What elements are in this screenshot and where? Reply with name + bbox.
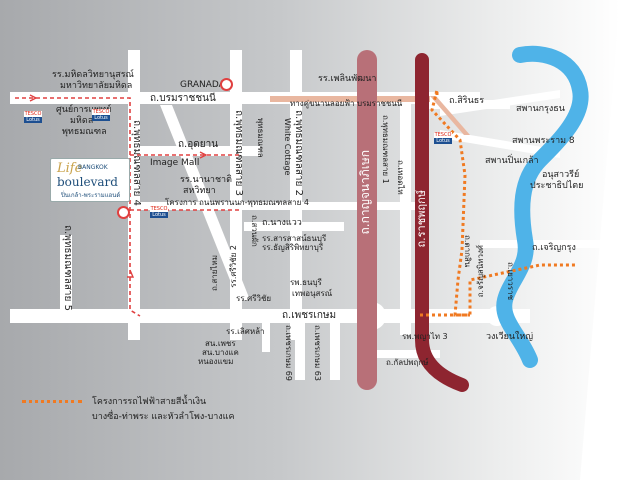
legend-line-label: โครงการรถไฟฟ้าสายสีน้ำเงิน xyxy=(92,397,207,407)
label-siriraj-med: ศูนย์การแพทย์ xyxy=(56,105,112,115)
label-phet-kasem-63: ถ.เพชรเกษม 63 xyxy=(313,325,322,381)
logo-boulevard: boulevard xyxy=(57,175,118,189)
label-thonburi-hospital: รพ.ธนบุรี xyxy=(290,278,322,287)
granada-marker-icon xyxy=(220,78,233,91)
label-sriwichai: รร.ศรีวิชัย xyxy=(236,294,272,303)
label-police-phet: สน.เพชร xyxy=(205,339,236,348)
map-legend: โครงการรถไฟฟ้าสายสีน้ำเงิน บางซื่อ-ท่าพร… xyxy=(22,392,322,432)
logo-bangkok: BANGKOK xyxy=(78,164,108,171)
label-siriraj-med2: มหิดล xyxy=(70,116,94,126)
logo-life: Life xyxy=(57,161,83,176)
future-line-route xyxy=(420,89,575,317)
label-buddhist: พุทธมณฑล xyxy=(256,118,265,158)
label-phutthamonthon-2: ถ.พุทธมณฑลสาย 2 xyxy=(293,110,304,196)
road-network xyxy=(10,50,600,380)
project-location-marker-icon xyxy=(117,206,130,219)
label-charoen-krung: ถ.เจริญกรุง xyxy=(532,243,576,253)
label-nongkhaem: หนองแขม xyxy=(198,357,234,366)
label-sriwichai2: รร.ศรีวิชัย 2 xyxy=(229,245,238,288)
elevated-expressway xyxy=(270,96,470,135)
label-siriraj-med3: พุทธมณฑล xyxy=(62,127,107,137)
map-background xyxy=(0,0,620,480)
legend-line-swatch xyxy=(22,400,82,403)
logo-subtitle: ปิ่นเกล้า-พระรามแอนด์ xyxy=(61,192,121,199)
label-project-road: โครงการ ถนนพรานนก-พุทธมณฑลสาย 4 xyxy=(165,198,309,207)
label-taksin: ถ.ตากสิน xyxy=(463,235,472,268)
label-rama8-bridge: สพานพระราม 8 xyxy=(512,136,575,146)
label-bridge-krungthon: สพานกรุงธน xyxy=(516,104,565,114)
label-police-bangkhae: สน.บางแค xyxy=(202,348,239,357)
label-sai-mai: ถ.สายไหม xyxy=(210,255,219,292)
label-suan-phak: ถ.สวนผัก xyxy=(250,215,259,247)
label-kanlapaphruek: ถ.กัลปพฤกษ์ xyxy=(386,358,429,367)
label-democracy-monument2: ประชาธิปไตย xyxy=(530,181,584,191)
mrt-line xyxy=(415,53,469,392)
label-phet-phanna: รร.เพลินพัฒนา xyxy=(318,74,377,84)
label-yaowarat: ถ.เยาวราช xyxy=(506,262,515,301)
label-democracy-monument: อนุสาวรีย์ xyxy=(542,170,580,180)
label-thanyaburi: รร.ธัญสิริพิทยาบุรี xyxy=(262,243,324,252)
chao-phraya-river xyxy=(496,45,589,368)
label-phutthamonthon-4: ถ.พุทธมณฑลสาย 4 xyxy=(131,120,142,206)
label-elevated-road: ทางคู่ขนานลอยฟ้า บรมราชชนนี xyxy=(290,99,403,108)
label-therdthai: ถ.เทอดไท xyxy=(396,160,405,195)
project-logo: Life BANGKOK boulevard ปิ่นเกล้า-พระรามแ… xyxy=(50,158,130,202)
label-phutthamonthon-5: ถ.พุทธมณฑลสาย 5 xyxy=(62,225,73,311)
label-thep-anuson: เทพอนุสรณ์ xyxy=(292,289,333,298)
label-intl-school: รร.นานาชาติ xyxy=(180,175,232,185)
label-charansanitwong: ถ.จรัญสนิทวงศ์ xyxy=(476,245,485,298)
label-sarasas: รร.สารสาสน์ธนบุรี xyxy=(262,234,327,243)
label-udomyan: ถ.อุดยาน xyxy=(178,139,219,150)
label-phutthamonthon-3: ถ.พุทธมณฑลสาย 3 xyxy=(233,110,244,196)
label-mahidol-univ: มหาวิทยาลัยมหิดล xyxy=(60,81,133,91)
access-route-dashed xyxy=(15,97,240,317)
label-nang-waeo: ถ.นางแวว xyxy=(262,218,302,228)
label-wongwian-yai: วงเวียนใหญ่ xyxy=(486,332,533,342)
label-borommaratchachonnani: ถ.บรมราชชนนี xyxy=(150,93,216,104)
label-kanchanaphisek: ถ.กาญจนาภิเษก xyxy=(358,150,372,235)
label-sirindhorn: ถ.สิรินธร xyxy=(449,96,485,106)
label-image-mall: Image Mall xyxy=(150,158,200,168)
label-ratchaphruek: ถ.ราชพฤกษ์ xyxy=(415,190,428,248)
label-phet-kasem: ถ.เพชรเกษม xyxy=(282,310,337,321)
label-lert-la: รร.เลิศหล้า xyxy=(226,327,265,336)
label-phet-kasem-69: ถ.เพชรเกษม 69 xyxy=(284,325,293,381)
label-intl-school2: สหวิทยา xyxy=(183,186,216,196)
label-phutthamonthon-1: ถ.พุทธมณฑลสาย 1 xyxy=(381,115,390,184)
access-route-arrows xyxy=(29,94,208,278)
legend-line-sublabel: บางซื่อ-ท่าพระ และหัวลำโพง-บางแค xyxy=(92,412,235,422)
label-mahidol-science: รร.มหิดลวิทยานุสรณ์ xyxy=(52,70,134,80)
label-granada: GRANADA xyxy=(180,80,225,90)
label-phyathai3: รพ.พญาไท 3 xyxy=(402,332,448,341)
label-pinklao-bridge: สพานปิ่นเกล้า xyxy=(485,156,539,166)
label-white-cottage: White Cottage xyxy=(283,118,292,176)
